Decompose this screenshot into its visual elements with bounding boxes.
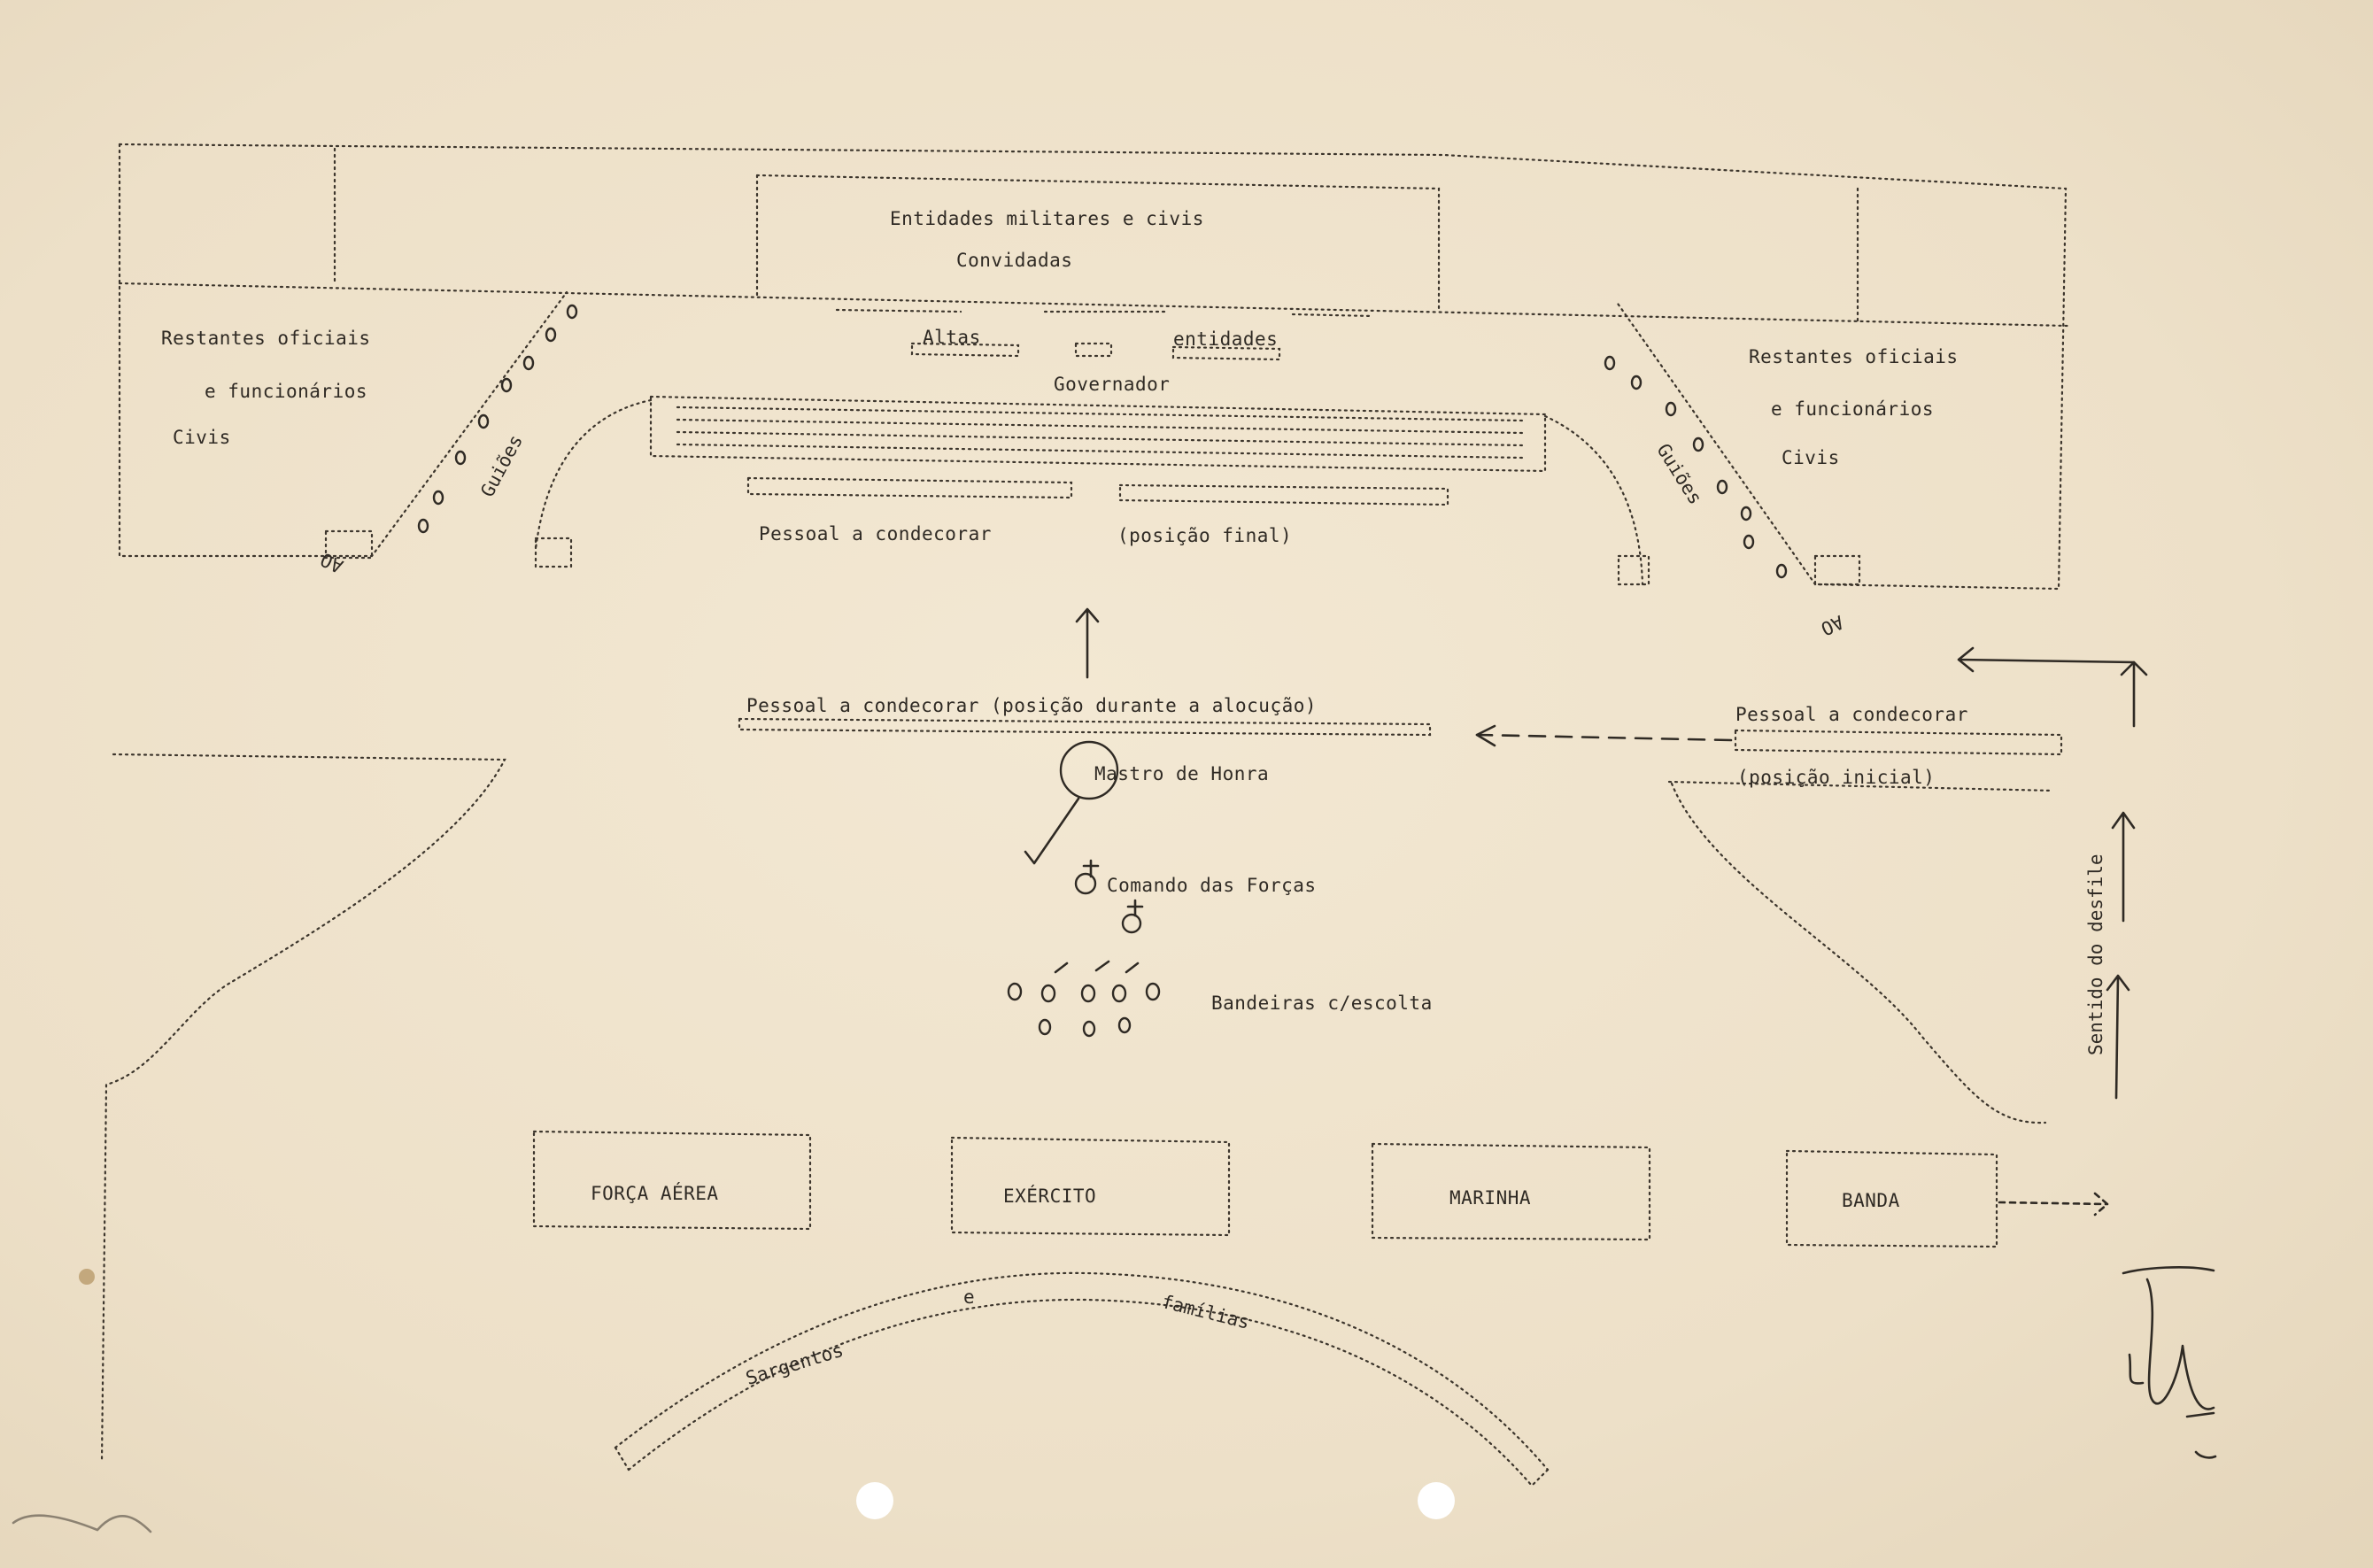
initial-row: [1734, 729, 2063, 756]
parade-direction-label: Sentido do desfile: [2085, 854, 2106, 1055]
mastro-circle: [1059, 740, 1119, 800]
guioes-right-markers: [1604, 355, 1788, 579]
sentinel-box: [1617, 554, 1650, 586]
outer-stand-outline: [118, 143, 2068, 591]
mastro-pointer: [1024, 797, 1080, 865]
altas-seat-left: [910, 342, 1020, 358]
governor-stand-row: [676, 430, 1525, 447]
left-stand-line3: Civis: [173, 427, 231, 448]
stain: [79, 1269, 95, 1285]
bandeiras-label: Bandeiras c/escolta: [1211, 993, 1433, 1014]
right-arrow-top: [1957, 646, 2136, 728]
sargentos-arc-inner: [627, 1298, 1534, 1487]
governor-stand-row: [676, 443, 1525, 460]
sentinel-box: [534, 537, 573, 568]
banda-arrow: [1998, 1192, 2109, 1217]
right-stand-line1: Restantes oficiais: [1749, 346, 1959, 367]
mastro-label: Mastro de Honra: [1094, 763, 1270, 784]
unit-box-forca-aerea: [532, 1130, 812, 1231]
governor-stand-row: [676, 418, 1525, 435]
unit-label-marinha: MARINHA: [1449, 1187, 1532, 1209]
during-speech-label: Pessoal a condecorar (posição durante a …: [746, 695, 1318, 716]
unit-label-banda: BANDA: [1842, 1190, 1900, 1211]
unit-box-marinha: [1371, 1142, 1651, 1241]
governor-stand-arch-right: [1543, 414, 1644, 586]
comando-symbols: [1074, 859, 1144, 934]
initial-line1-label: Pessoal a condecorar: [1735, 704, 1968, 725]
sargentos-arc-end: [614, 1446, 1550, 1487]
sentinel-box: [1813, 554, 1861, 586]
unit-label-exercito: EXÉRCITO: [1003, 1186, 1097, 1207]
right-stand-line3: Civis: [1782, 447, 1840, 468]
movement-arrow-head: [1475, 724, 1496, 747]
guest-box-subtitle: Convidadas: [956, 250, 1073, 271]
sentinel-box: [324, 529, 374, 560]
final-row-left: [746, 476, 1073, 499]
governor-stand-row: [676, 406, 1525, 422]
governor-stand: [649, 395, 1547, 473]
governor-label: Governador: [1054, 374, 1171, 395]
left-stand-line1: Restantes oficiais: [161, 328, 371, 349]
field-left-boundary: [100, 753, 506, 1463]
arrow-up: [1075, 607, 1100, 679]
altas-row: [1291, 313, 1374, 318]
arc-label-e: e: [963, 1286, 976, 1308]
field-right-boundary: [1667, 780, 2054, 1124]
right-stand-line2: e funcionários: [1771, 398, 1935, 420]
initial-line2-label: (posição inicial): [1737, 767, 1936, 788]
final-right-label: (posição final): [1117, 525, 1293, 546]
bandeiras-markers: [1007, 960, 1161, 1038]
governor-stand-arch-left: [534, 398, 653, 551]
unit-label-forca-aerea: FORÇA AÉREA: [591, 1183, 719, 1204]
comando-label: Comando das Forças: [1107, 875, 1317, 896]
guest-box: [755, 174, 1441, 310]
left-stand-line2: e funcionários: [205, 381, 368, 402]
altas-seat-right: [1171, 345, 1281, 361]
altas-label: Altas: [923, 327, 981, 348]
movement-arrow: [1475, 733, 1733, 742]
final-row-right: [1118, 483, 1449, 506]
punch-hole: [1418, 1482, 1455, 1519]
altas-seat-center: [1074, 342, 1113, 358]
stand-top-line: [118, 282, 2069, 328]
parade-arrow-lower: [2106, 974, 2130, 1100]
outer-stand-left-edge: [118, 143, 568, 558]
torn-edge: [12, 1514, 152, 1533]
guioes-left-markers: [417, 304, 578, 534]
altas-row: [835, 308, 962, 313]
final-left-label: Pessoal a condecorar: [759, 523, 992, 545]
right-arrow-top-tip: [2120, 660, 2148, 676]
parade-arrow-upper: [2111, 811, 2136, 923]
sargentos-arc-outer: [614, 1271, 1550, 1471]
during-speech-row: [738, 717, 1432, 737]
entidades-label: entidades: [1173, 328, 1279, 350]
signature: [2122, 1265, 2217, 1459]
guest-box-title: Entidades militares e civis: [890, 208, 1204, 229]
punch-hole: [856, 1482, 893, 1519]
